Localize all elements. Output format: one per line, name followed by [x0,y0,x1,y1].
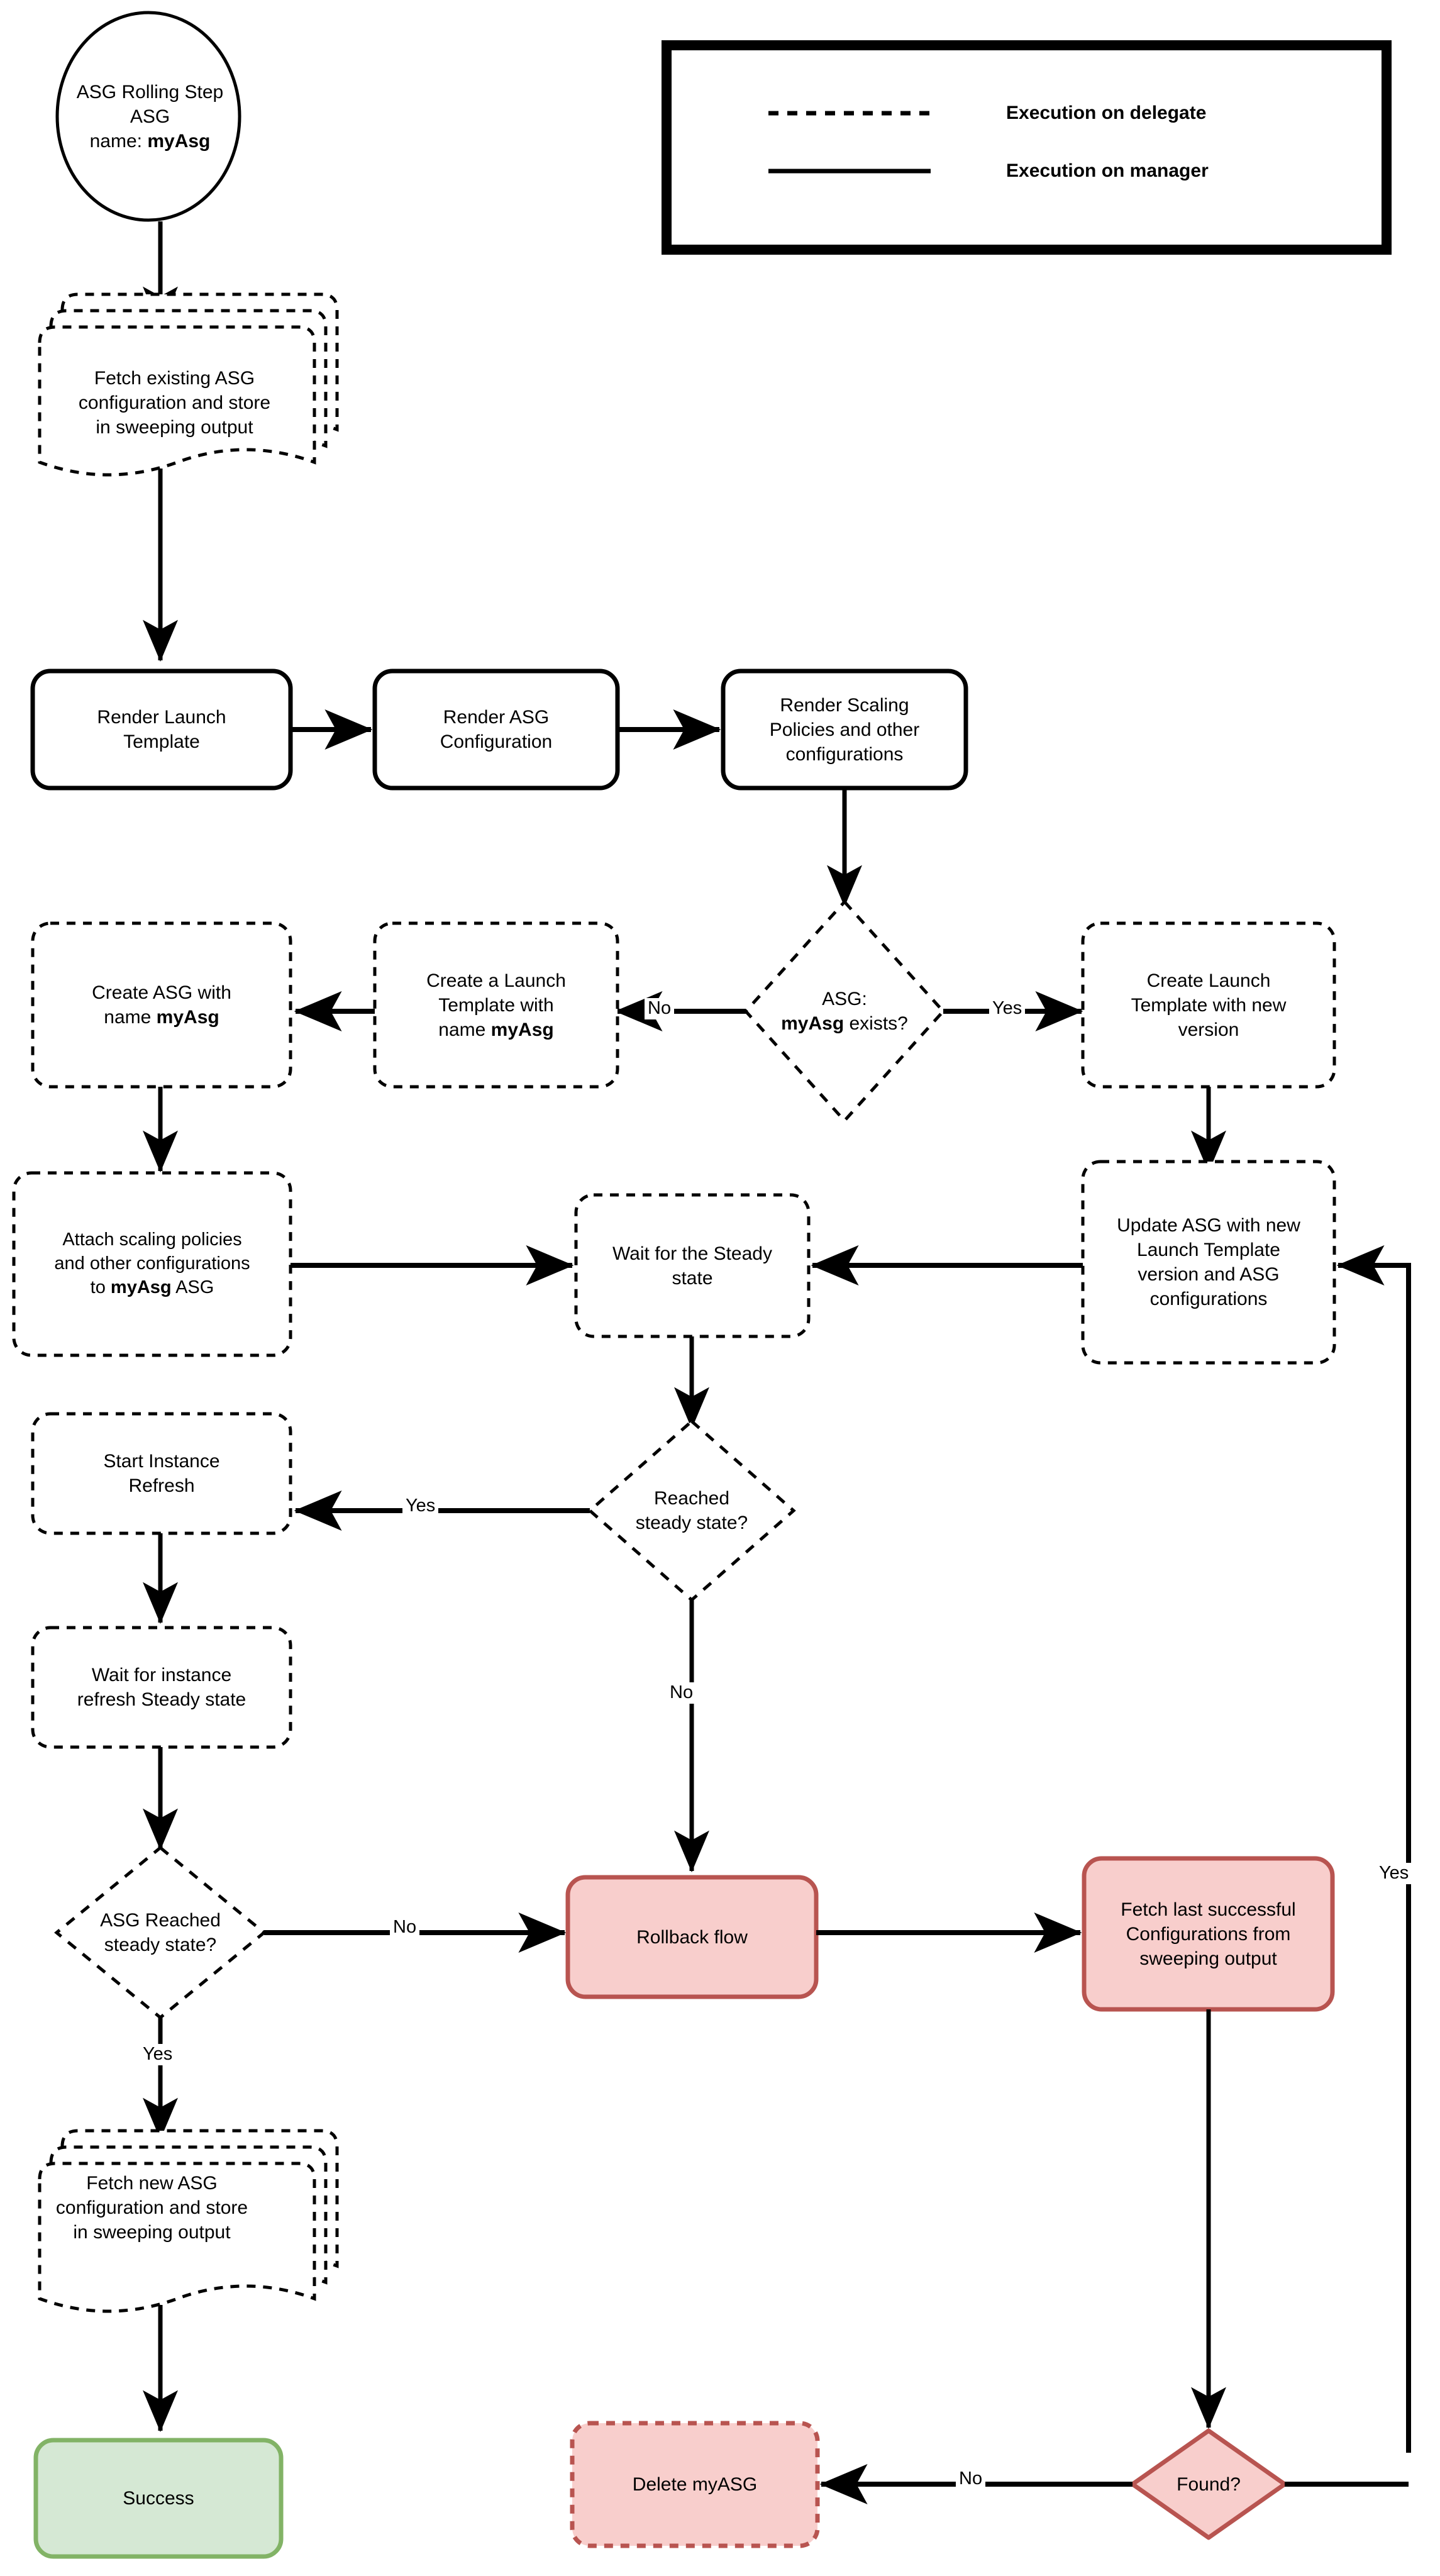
delete-myasg-shape [570,2421,820,2548]
wait-instance-refresh-shape [31,1626,292,1749]
update-asg-shape [1081,1160,1336,1365]
edge-label-found-no: No [956,2468,986,2490]
edge-label-asgexists-yes: Yes [989,998,1026,1019]
found-diamond-shape [1130,2428,1287,2540]
asg-exists-diamond-shape [743,899,946,1123]
render-asg-config-shape [372,669,620,791]
fetch-last-successful-shape [1082,1856,1335,2012]
attach-scaling-policies-shape [12,1171,292,1357]
edge-found-yes-loopback [1336,1245,1411,2453]
reached-steady-state-diamond-shape [587,1419,796,1602]
start-instance-refresh-shape [31,1412,292,1535]
edge-label-reached-no: No [667,1682,697,1704]
start-node-shape [55,11,241,222]
edge-label-asgexists-no: No [645,998,675,1019]
edge-label-reached-yes: Yes [402,1496,439,1517]
create-a-launch-template-shape [373,921,619,1089]
create-asg-shape [31,921,292,1089]
wait-steady-state-shape [574,1193,811,1338]
edge-label-asgreached-yes: Yes [140,2044,176,2065]
edge-label-found-yes: Yes [1376,1863,1412,1884]
legend-label-manager: Execution on manager [1006,160,1209,181]
asg-reached-steady-state-diamond-shape [54,1845,267,2020]
edge-label-asgreached-no: No [390,1917,420,1938]
fetch-existing-shape [38,292,339,477]
success-shape [33,2438,284,2559]
render-scaling-policies-shape [721,669,968,791]
fetch-new-asg-shape [38,2129,339,2313]
legend-label-delegate: Execution on delegate [1006,103,1207,123]
rollback-flow-shape [565,1875,819,1999]
legend-box [662,40,1392,255]
create-launch-template-new-version-shape [1081,921,1336,1089]
render-launch-template-shape [30,669,293,791]
